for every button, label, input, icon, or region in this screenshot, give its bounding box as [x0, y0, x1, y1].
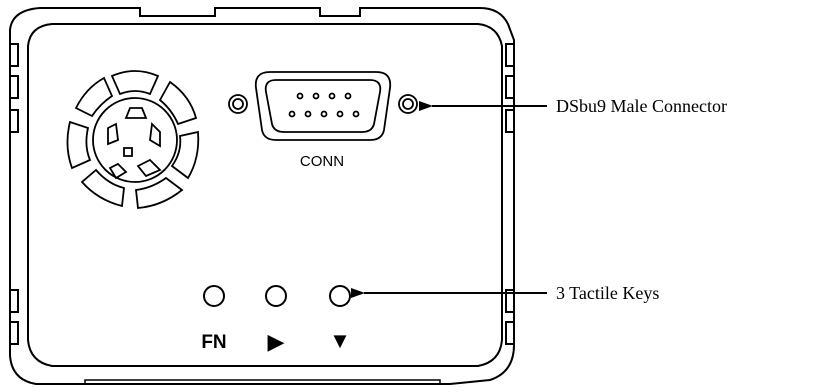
fn-key	[203, 285, 225, 307]
tactile-keys	[203, 285, 351, 307]
connector-label: CONN	[300, 153, 344, 170]
db9-connector	[228, 71, 418, 141]
callout-arrows	[351, 101, 547, 298]
right-key	[265, 285, 287, 307]
connector-callout-label: DSbu9 Male Connector	[556, 96, 727, 116]
right-screw	[398, 94, 418, 114]
left-screw	[228, 94, 248, 114]
down-key	[329, 285, 351, 307]
vent-grille	[66, 70, 200, 209]
down-arrow-label: ▼	[329, 328, 351, 353]
keys-callout-label: 3 Tactile Keys	[556, 283, 659, 303]
fn-key-label: FN	[201, 332, 226, 353]
device-housing	[9, 7, 515, 385]
right-arrow-label: ▶	[268, 329, 285, 354]
